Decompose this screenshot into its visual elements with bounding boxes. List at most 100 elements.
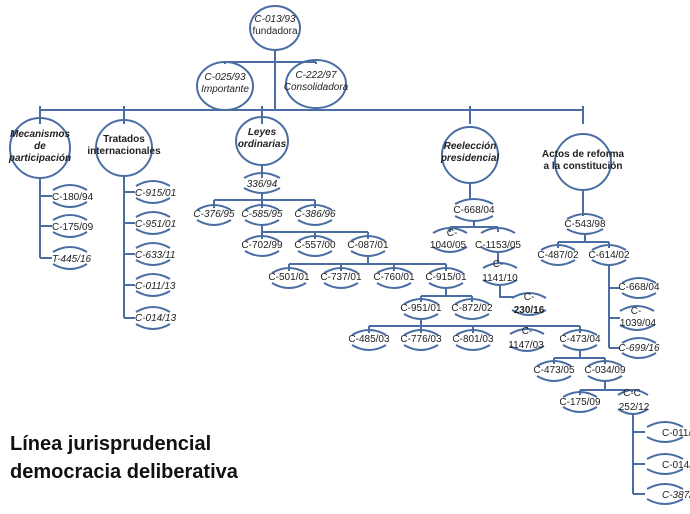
case-label: C- <box>631 306 642 317</box>
node-arc-bottom <box>271 282 307 289</box>
case-label: C-014/13 <box>135 313 177 324</box>
node-arc-bottom <box>536 375 572 382</box>
node-arc-bottom <box>591 259 627 266</box>
case-label: C-386/96 <box>294 209 336 220</box>
node-arc-bottom <box>621 292 657 299</box>
node-arc-bottom <box>432 246 468 253</box>
node-arc-bottom <box>454 215 494 222</box>
node-arc-top <box>621 277 657 284</box>
node-arc-bottom <box>619 324 655 331</box>
node-arc-bottom <box>52 201 88 208</box>
node-labels: C-013/93 fundadora C-025/93 Importante C… <box>8 14 690 501</box>
node-arc-bottom <box>350 250 386 257</box>
node-arc-top <box>646 421 684 428</box>
node-arc-top <box>297 204 333 211</box>
node-arc-bottom <box>480 246 516 253</box>
case-label: C-034/09 <box>584 365 626 376</box>
node-arc-bottom <box>646 436 684 443</box>
category-tratados-line2: internacionales <box>87 146 161 157</box>
node-arc-bottom <box>376 282 412 289</box>
node-arc-top <box>540 244 576 251</box>
case-label: C-011/13 <box>662 428 690 439</box>
node-ellipse <box>95 119 153 177</box>
case-label: C-175/09 <box>559 397 601 408</box>
node-ellipse <box>285 59 347 109</box>
case-label: 252/12 <box>619 402 650 413</box>
level1-left-case: C-025/93 <box>204 72 246 83</box>
node-arc-top <box>376 267 412 274</box>
node-arc-bottom <box>323 282 359 289</box>
node-arc-top <box>621 337 657 344</box>
node-arc-top <box>243 172 281 179</box>
case-label: C-485/03 <box>348 334 390 345</box>
node-arc-bottom <box>587 375 623 382</box>
case-label: C-011/13 <box>135 281 176 292</box>
category-reforma-line2: a la constitución <box>544 161 623 172</box>
case-label: C-487/02 <box>537 250 579 261</box>
node-arc-top <box>591 244 627 251</box>
node-arc-top <box>196 204 232 211</box>
node-arc-top <box>271 267 307 274</box>
node-arc-bottom <box>566 228 604 235</box>
node-arc-bottom <box>646 468 684 475</box>
case-label: C-585/95 <box>241 209 283 220</box>
node-arc-bottom <box>243 187 281 194</box>
case-label: C-915/01 <box>425 272 467 283</box>
node-arc-top <box>536 360 572 367</box>
case-label: C-668/04 <box>453 205 495 216</box>
node-arc-bottom <box>511 309 547 316</box>
category-leyes-line1: Leyes <box>248 127 277 138</box>
node-arc-top <box>135 273 171 280</box>
node-arc-bottom <box>621 352 657 359</box>
case-label: C-951/01 <box>135 219 176 230</box>
node-arc-bottom <box>562 344 598 351</box>
node-arc-top <box>135 211 171 218</box>
node-arc-top <box>509 328 545 335</box>
node-arc-bottom <box>52 263 88 270</box>
node-arc-bottom <box>403 344 439 351</box>
node-arc-top <box>646 453 684 460</box>
category-reeleccion-line1: Reelección <box>444 141 497 152</box>
node-ellipse <box>441 126 499 184</box>
case-label: C-543/98 <box>564 219 606 230</box>
case-label: C-014/13 <box>662 460 690 471</box>
category-tratados-line1: Tratados <box>103 134 145 145</box>
node-arc-top <box>455 329 491 336</box>
case-label: C- <box>447 228 458 239</box>
node-arc-top <box>617 389 649 396</box>
node-arc-bottom <box>196 219 232 226</box>
node-arc-bottom <box>244 250 280 257</box>
node-arc-top <box>135 180 171 187</box>
node-ellipse <box>235 116 289 166</box>
node-arc-top <box>323 267 359 274</box>
level1-left-tag: Importante <box>201 84 249 95</box>
case-label: C-C <box>623 388 641 399</box>
case-label: C-776/03 <box>400 334 442 345</box>
node-arc-top <box>511 292 547 299</box>
case-label: C-180/94 <box>52 192 94 203</box>
diagram-title-line2: democracia deliberativa <box>10 461 239 483</box>
node-arc-bottom <box>646 498 684 505</box>
node-arc-bottom <box>351 344 387 351</box>
case-label: C-801/03 <box>452 334 494 345</box>
node-arc-top <box>403 329 439 336</box>
node-arc-top <box>52 184 88 191</box>
case-label: 1039/04 <box>620 318 657 329</box>
node-arc-bottom <box>540 259 576 266</box>
node-arc-top <box>403 298 439 305</box>
case-label: C-668/04 <box>618 282 660 293</box>
node-arc-top <box>482 262 518 269</box>
case-label: C-557/00 <box>294 240 336 251</box>
case-label: C-087/01 <box>347 240 389 251</box>
case-label: C-614/02 <box>588 250 630 261</box>
node-arc-bottom <box>455 344 491 351</box>
case-label: 1141/10 <box>482 273 518 284</box>
node-arc-bottom <box>297 219 333 226</box>
node-arc-top <box>135 306 171 313</box>
node-shapes <box>9 5 684 505</box>
node-arc-top <box>454 298 490 305</box>
root-case: C-013/93 <box>254 14 296 25</box>
node-arc-top <box>480 227 516 234</box>
category-mecanismos-line3: participación <box>8 153 71 164</box>
category-mecanismos-line2: de <box>34 141 46 152</box>
